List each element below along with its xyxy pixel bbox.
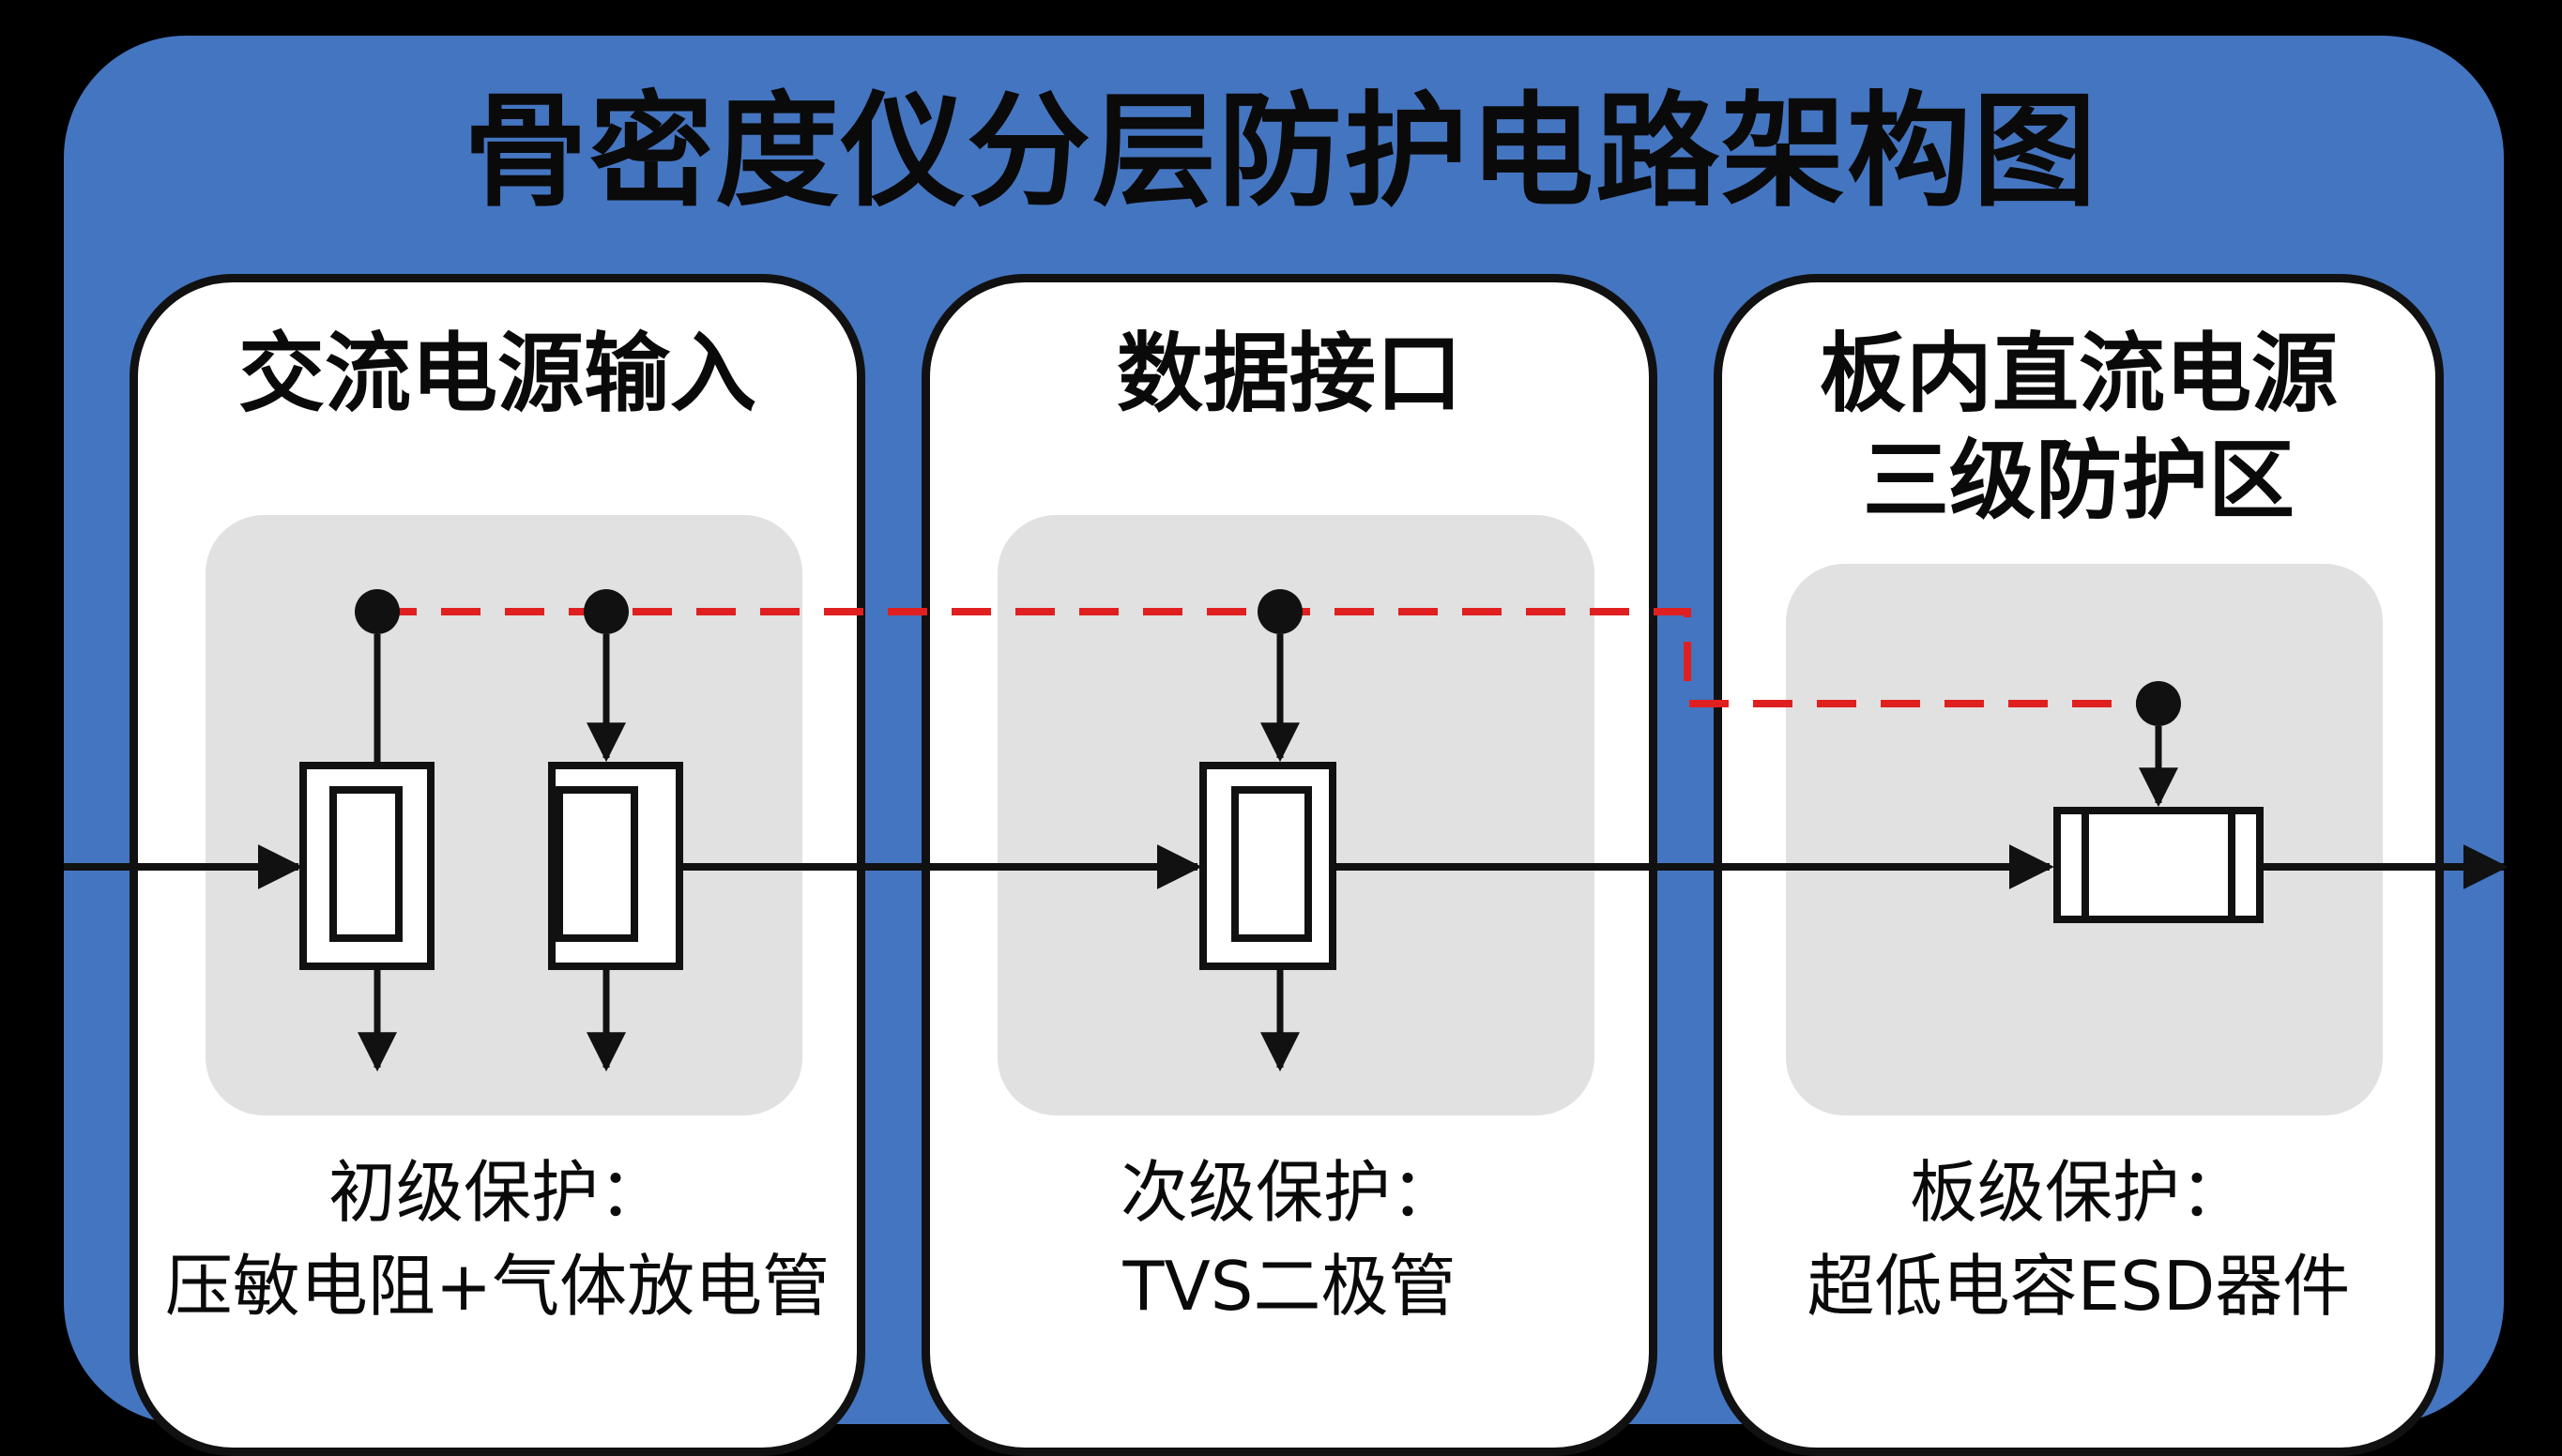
caption-components: TVS二极管 [1122,1247,1456,1326]
panel-title-line2: 三级防护区 [1862,431,2295,531]
varistor-symbol [299,589,435,1072]
panel-title: 数据接口 [1116,324,1462,424]
panel-title-line1: 板内直流电源 [1819,324,2338,424]
gas-discharge-tube-symbol [548,589,683,1072]
caption-components: 压敏电阻+气体放电管 [164,1247,831,1326]
caption-level: 次级保护： [1120,1153,1458,1232]
caption-level: 板级保护： [1909,1153,2248,1232]
coordination-link [377,608,2158,707]
panel-title: 交流电源输入 [237,324,756,424]
caption-level: 初级保护： [328,1153,666,1232]
tvs-diode-symbol [1199,589,1336,1072]
circuit-overlay [64,589,2509,1072]
page-title: 骨密度仪分层防护电路架构图 [464,80,2098,224]
esd-device-symbol [2053,681,2264,923]
diagram-canvas: 骨密度仪分层防护电路架构图 交流电源输入 初级保护： 压敏电阻+气体放电管 数据… [64,36,2509,1456]
caption-components: 超低电容ESD器件 [1807,1247,2351,1326]
